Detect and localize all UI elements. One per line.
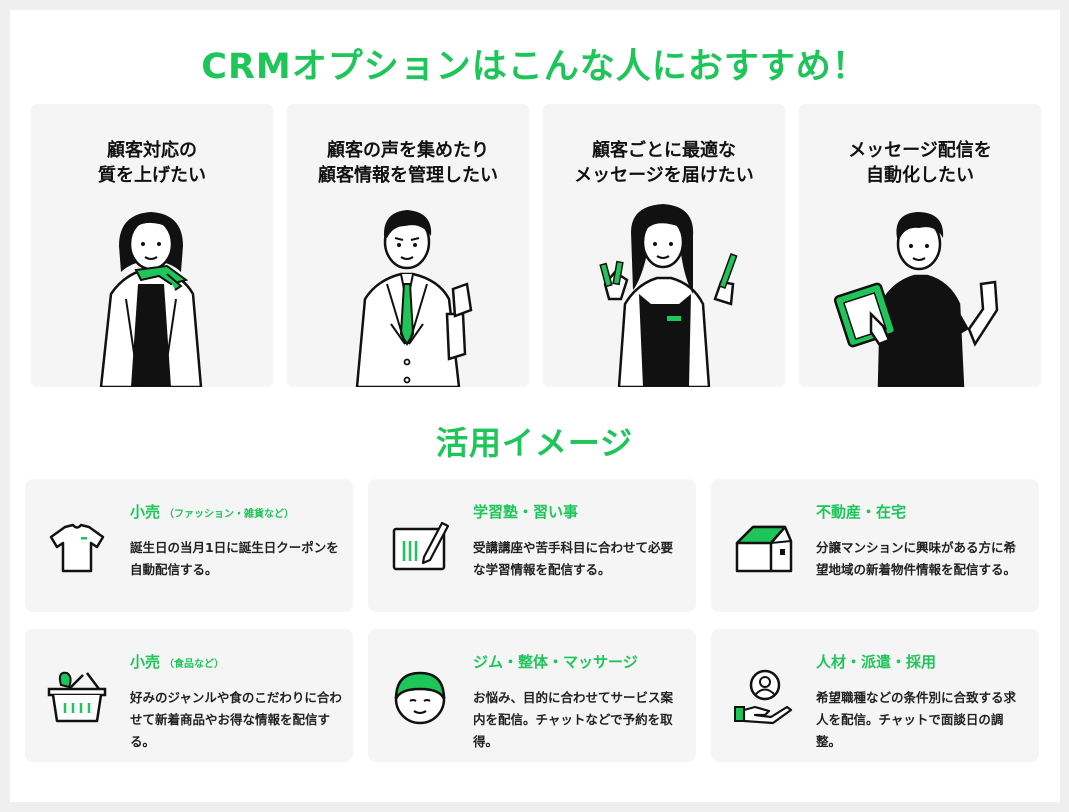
usecase-title: 小売（食品など） <box>130 653 225 671</box>
shopping-basket-icon <box>47 671 107 723</box>
man-with-clipboard-illustration <box>833 212 999 387</box>
persona-text: メッセージ配信を自動化したい <box>848 140 992 186</box>
house-icon <box>735 525 793 573</box>
tshirt-icon <box>49 523 105 573</box>
hand-person-icon <box>734 669 793 725</box>
usecase-title: 学習塾・習い事 <box>473 503 579 521</box>
woman-in-apron-illustration <box>599 204 738 387</box>
face-towel-icon <box>394 671 446 725</box>
page-title: CRMオプションはこんな人におすすめ！ <box>201 47 868 87</box>
usecase-title: 人材・派遣・採用 <box>816 653 937 671</box>
usecase-text: お悩み、目的に合わせてサービス案内を配信。チャットなどで予約を取得。 <box>473 690 674 749</box>
persona-card-2: 顧客の声を集めたり顧客情報を管理したい <box>287 104 529 387</box>
persona-card-4: メッセージ配信を自動化したい <box>799 104 1041 387</box>
persona-text: 顧客ごとに最適なメッセージを届けたい <box>574 140 754 186</box>
usecase-title: 不動産・在宅 <box>816 503 907 521</box>
man-in-suit-illustration <box>355 210 473 387</box>
usecase-card-recruiting: 人材・派遣・採用 希望職種などの条件別に合致する求人を配信。チャットで面談日の調… <box>711 629 1039 762</box>
persona-card-1: 顧客対応の質を上げたい <box>31 104 273 387</box>
usecase-title: ジム・整体・マッサージ <box>473 653 638 671</box>
persona-text: 顧客の声を集めたり顧客情報を管理したい <box>318 140 498 186</box>
usecase-text: 分譲マンションに興味がある方に希望地域の新着物件情報を配信する。 <box>816 540 1017 577</box>
persona-card-3: 顧客ごとに最適なメッセージを届けたい <box>543 104 785 387</box>
usecase-card-retail-food: 小売（食品など） 好みのジャンルや食のこだわりに合わせて新着商品やお得な情報を配… <box>25 629 353 762</box>
usecase-text: 希望職種などの条件別に合致する求人を配信。チャットで面談日の調整。 <box>816 690 1017 749</box>
usecase-card-gym: ジム・整体・マッサージ お悩み、目的に合わせてサービス案内を配信。チャットなどで… <box>368 629 696 762</box>
section-title: 活用イメージ <box>435 424 634 462</box>
usecase-text: 誕生日の当月1日に誕生日クーポンを自動配信する。 <box>130 540 339 577</box>
usecase-card-real-estate: 不動産・在宅 分譲マンションに興味がある方に希望地域の新着物件情報を配信する。 <box>711 479 1039 612</box>
usecase-text: 好みのジャンルや食のこだわりに合わせて新着商品やお得な情報を配信する。 <box>130 690 342 749</box>
woman-with-scarf-illustration <box>99 212 203 387</box>
usecase-card-retail-fashion: 小売（ファッション・雑貨など） 誕生日の当月1日に誕生日クーポンを自動配信する。 <box>25 479 353 612</box>
usecase-title: 小売（ファッション・雑貨など） <box>130 503 295 521</box>
notebook-pen-icon <box>392 521 450 571</box>
usecase-card-education: 学習塾・習い事 受講講座や苦手科目に合わせて必要な学習情報を配信する。 <box>368 479 696 612</box>
usecase-text: 受講講座や苦手科目に合わせて必要な学習情報を配信する。 <box>473 540 674 577</box>
persona-text: 顧客対応の質を上げたい <box>98 140 206 186</box>
